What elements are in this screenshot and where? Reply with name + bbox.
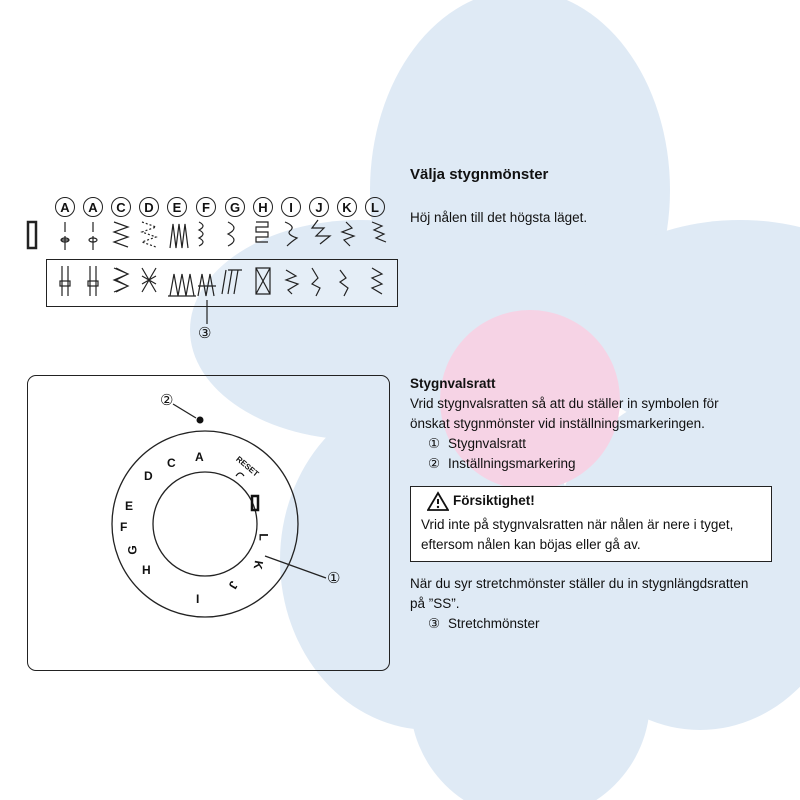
stitch-letter: E <box>167 197 187 217</box>
page-title: Välja stygnmönster <box>410 166 549 183</box>
stretch-item: ③ Stretchmönster <box>428 614 540 634</box>
selector-heading: Stygnvalsratt <box>410 376 496 391</box>
dial-letter-a: A <box>195 450 204 464</box>
caution-line-1: Vrid inte på stygnvalsratten när nålen ä… <box>421 517 734 532</box>
stitch-letter: K <box>337 197 357 217</box>
caution-box: Försiktighet! Vrid inte på stygnvalsratt… <box>410 486 772 562</box>
item-number: ① <box>428 436 441 451</box>
dial-letter-e: E <box>125 499 134 513</box>
stitch-symbol-row <box>60 219 387 250</box>
dial-letter-i: I <box>196 592 200 606</box>
stretch-symbol-row <box>59 266 384 297</box>
stretch-text-2: på ”SS”. <box>410 596 460 611</box>
item-label: Stygnvalsratt <box>448 436 527 451</box>
item-number: ③ <box>428 616 441 631</box>
stitch-letter: A <box>83 197 103 217</box>
callout-3: ③ <box>198 325 212 342</box>
stitch-letter: I <box>281 197 301 217</box>
caution-body: Vrid inte på stygnvalsratten när nålen ä… <box>421 515 733 555</box>
dial-letter-h: H <box>142 563 151 577</box>
caution-heading: Försiktighet! <box>453 493 535 508</box>
stretch-text-1: När du syr stretchmönster ställer du in … <box>410 576 749 591</box>
callout-1: ① <box>327 570 341 587</box>
callout-2: ② <box>160 392 174 409</box>
dial-outer-ring <box>111 430 299 618</box>
selector-text-2: önskat stygnmönster vid inställningsmark… <box>410 416 705 431</box>
dial-letter-k: K <box>250 559 266 571</box>
selector-item-1: ① Stygnvalsratt <box>428 434 526 454</box>
stitch-letter: A <box>55 197 75 217</box>
dial-letter-l: L <box>256 533 271 541</box>
dial-letter-g: G <box>125 545 140 555</box>
intro-text: Höj nålen till det högsta läget. <box>410 210 588 225</box>
straight-stitch-symbol <box>250 494 260 512</box>
stitch-letter: H <box>253 197 273 217</box>
stitch-selector-panel <box>27 375 390 671</box>
stitch-letter: L <box>365 197 385 217</box>
dial-letter-f: F <box>120 520 128 534</box>
straight-stitch-indicator <box>26 220 38 250</box>
reset-icon <box>235 472 245 477</box>
stitch-letter: F <box>196 197 216 217</box>
dial-letter-d: D <box>144 469 153 483</box>
stitch-letter: G <box>225 197 245 217</box>
stitch-letter: J <box>309 197 329 217</box>
setting-mark <box>196 416 204 424</box>
dial-letter-c: C <box>167 456 176 470</box>
warning-icon <box>427 491 449 511</box>
selector-item-2: ② Inställningsmarkering <box>428 454 576 474</box>
item-label: Inställningsmarkering <box>448 456 576 471</box>
dial-inner-ring <box>152 471 258 577</box>
stretch-stitch-box <box>46 259 398 307</box>
stitch-letter: D <box>139 197 159 217</box>
caution-line-2: eftersom nålen kan böjas eller gå av. <box>421 537 641 552</box>
selector-text-1: Vrid stygnvalsratten så att du ställer i… <box>410 396 719 411</box>
item-number: ② <box>428 456 441 471</box>
stitch-letter: C <box>111 197 131 217</box>
item-label: Stretchmönster <box>448 616 540 631</box>
